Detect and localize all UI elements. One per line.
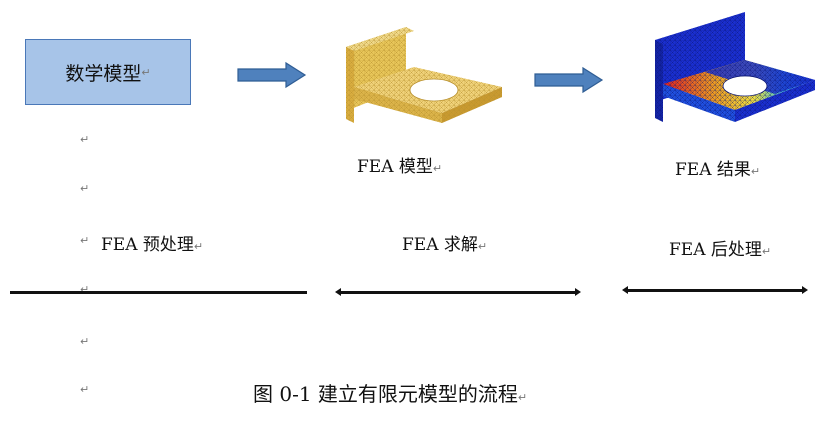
paragraph-mark-icon: ↵ (80, 182, 90, 195)
solve-rule (335, 288, 581, 296)
fea-result-label: FEA 结果↵ (675, 160, 761, 180)
postprocess-rule (622, 286, 808, 294)
fea-postprocess-label: FEA 后处理↵ (669, 240, 772, 260)
fea-model-label: FEA 模型↵ (357, 157, 443, 177)
fea-mesh-model-image (346, 27, 502, 123)
right-arrow-icon (534, 66, 604, 94)
fea-preprocess-label: FEA 预处理↵ (101, 235, 204, 255)
paragraph-mark-icon: ↵ (80, 335, 90, 348)
math-model-label: 数学模型 (65, 62, 142, 85)
figure-caption: 图 0-1 建立有限元模型的流程↵ (253, 382, 528, 406)
paragraph-mark-icon: ↵ (80, 133, 90, 146)
math-model-box: 数学模型↵ (25, 39, 191, 105)
paragraph-mark-icon: ↵ (80, 234, 90, 247)
paragraph-mark-icon: ↵ (80, 383, 90, 396)
right-arrow-icon (237, 61, 307, 89)
fea-result-contour-image (655, 12, 815, 122)
fea-solve-label: FEA 求解↵ (402, 235, 488, 255)
paragraph-mark-icon: ↵ (141, 65, 151, 79)
preprocess-rule (10, 291, 307, 294)
paragraph-mark-icon: ↵ (80, 283, 90, 296)
